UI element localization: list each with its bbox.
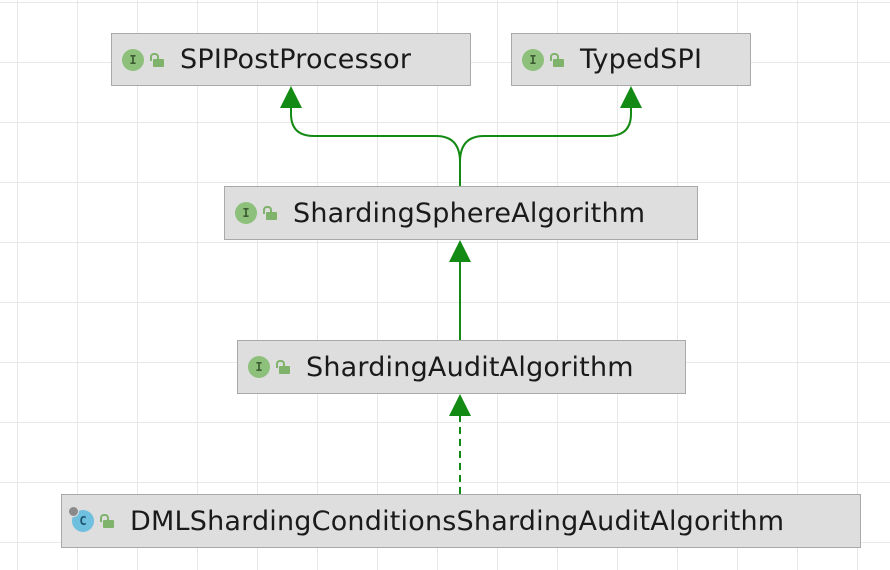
arrowhead-sharding-audit-algorithm [449,394,471,416]
interface-icon: I [122,48,144,71]
node-typed-spi[interactable]: I TypedSPI [511,33,751,86]
public-lock-icon [100,514,114,528]
public-lock-icon [263,206,277,220]
public-lock-icon [150,52,164,67]
node-label: SPIPostProcessor [180,44,412,75]
class-icon: C [68,506,94,532]
arrowhead-sharding-sphere-algorithm [449,240,471,262]
class-modifier-icon [68,506,79,517]
edge-sharding-sphere-algorithm-to-spi-post-processor [290,106,461,186]
node-label: ShardingAuditAlgorithm [306,351,634,383]
public-lock-icon [550,52,564,67]
arrowhead-typed-spi [620,86,642,108]
interface-icon: I [248,356,270,378]
arrowhead-spi-post-processor [280,86,302,108]
node-label: ShardingSphereAlgorithm [293,197,646,229]
node-sharding-sphere-algorithm[interactable]: I ShardingSphereAlgorithm [224,186,698,240]
node-dml-sharding-conditions-sharding-audit-algorithm[interactable]: C DMLShardingConditionsShardingAuditAlgo… [61,494,861,548]
node-spi-post-processor[interactable]: I SPIPostProcessor [111,33,471,86]
public-lock-icon [276,360,290,374]
node-label: TypedSPI [580,44,703,75]
node-label: DMLShardingConditionsShardingAuditAlgori… [130,505,785,537]
class-badge-letter: C [79,514,87,528]
node-sharding-audit-algorithm[interactable]: I ShardingAuditAlgorithm [237,340,686,394]
interface-icon: I [235,202,257,224]
edge-sharding-sphere-algorithm-to-typed-spi [459,106,632,186]
interface-icon: I [522,48,544,71]
